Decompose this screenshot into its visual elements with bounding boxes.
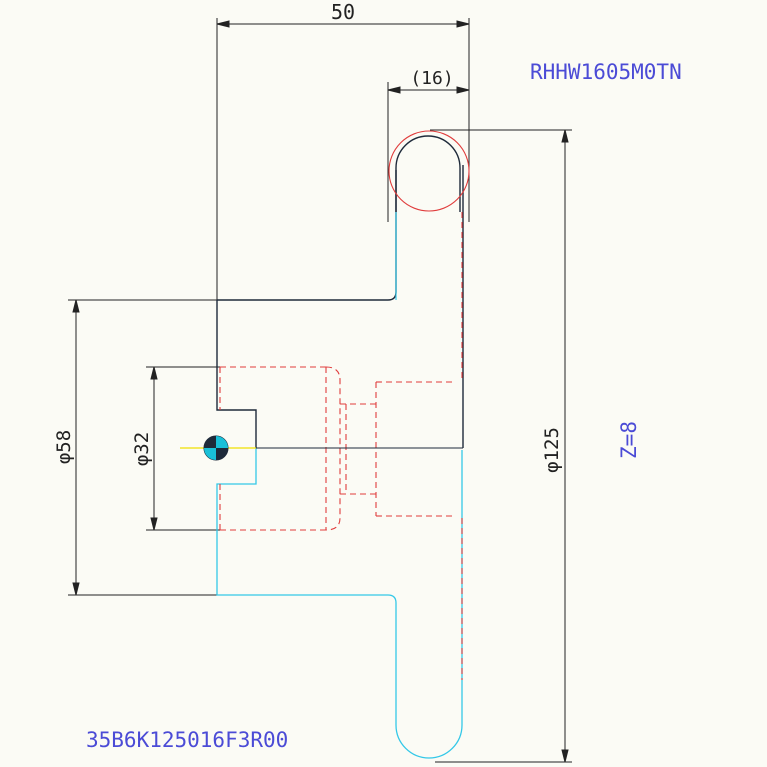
hidden-lines <box>219 212 463 680</box>
hub-diameter-dimension <box>68 299 217 596</box>
insert-pocket-upper <box>395 135 461 212</box>
insert-circle <box>388 130 470 212</box>
insert-width-dimension <box>387 82 470 222</box>
body-outline-upper <box>216 170 397 448</box>
origin-marker-icon <box>203 435 229 461</box>
width-dimension <box>216 18 470 300</box>
width-dimension-label: 50 <box>331 0 355 24</box>
insert-code-note: RHHW1605M0TN <box>530 60 682 84</box>
hub-diameter-label: φ58 <box>53 430 75 464</box>
part-number-note: 35B6K125016F3R00 <box>86 728 288 752</box>
bore-diameter-dimension <box>146 366 220 531</box>
body-outline-lower <box>216 448 463 759</box>
cutter-diameter-dimension <box>430 129 572 763</box>
insert-width-label: (16) <box>410 68 453 89</box>
teeth-count-note: Z=8 <box>617 421 641 459</box>
cutter-diameter-label: φ125 <box>541 427 563 473</box>
bore-diameter-label: φ32 <box>131 432 153 466</box>
